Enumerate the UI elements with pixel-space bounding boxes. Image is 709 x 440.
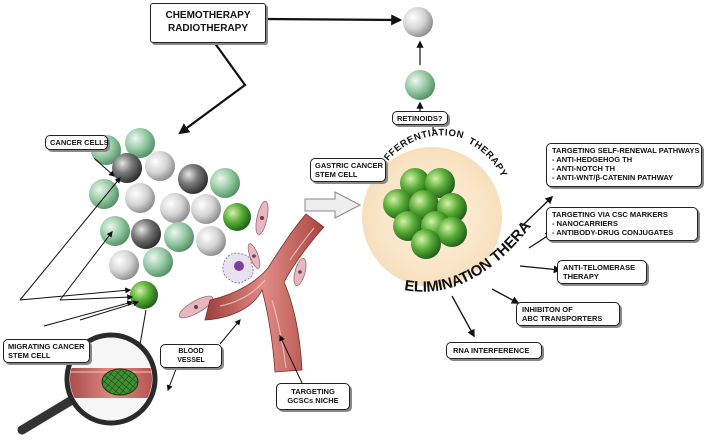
abc-line2: ABC TRANSPORTERS	[522, 314, 603, 323]
cancer-cell	[125, 128, 155, 158]
fibroblast-nucleus	[260, 216, 264, 220]
telomerase-line2: THERAPY	[563, 272, 599, 281]
cancer-cell	[210, 168, 240, 198]
niche-line2: GCSCs NICHE	[287, 396, 339, 405]
arrow-therapy-to-cell	[265, 14, 403, 26]
stem-cell	[411, 229, 441, 259]
csc-markers-item: - ANTIBODY-DRUG CONJUGATES	[552, 228, 674, 237]
cancer-cell	[164, 222, 194, 252]
cancer-cell	[89, 179, 119, 209]
cancer-cells-label: CANCER CELLS	[50, 138, 109, 147]
immune-cell-nucleus	[234, 261, 244, 271]
abc-transporters-box: INHIBITON OF ABC TRANSPORTERS	[516, 302, 620, 326]
cancer-cells-box: CANCER CELLS	[45, 135, 109, 150]
intermediate-cell	[405, 70, 435, 100]
arrow-telomerase	[519, 265, 562, 274]
niche-targeting-box: TARGETING GCSCs NICHE	[276, 383, 350, 410]
cancer-cell	[196, 226, 226, 256]
pointer-lines	[19, 177, 147, 358]
fibroblast-nucleus	[194, 305, 198, 309]
arrow-therapy-to-tumor	[178, 39, 247, 135]
migrating-stem-cell	[130, 281, 158, 309]
radiotherapy-label: RADIOTHERAPY	[167, 23, 248, 34]
stromal-cells	[178, 200, 307, 319]
niche-line1: TARGETING	[291, 387, 335, 396]
arrow-niche	[279, 334, 303, 384]
self-renewal-item: - ANTI-NOTCH TH	[552, 164, 616, 173]
cancer-cell	[191, 194, 221, 224]
blood-vessel-line1: BLOOD	[178, 348, 204, 355]
stem-cell-cluster	[383, 168, 467, 259]
blood-vessel-box: BLOOD VESSEL	[160, 344, 222, 368]
gastric-stem-cell-box: GASTRIC CANCER STEM CELL	[310, 158, 386, 182]
arrow-blood-vessel	[166, 363, 179, 392]
vessel-highlight	[219, 227, 315, 369]
stem-cell	[437, 217, 467, 247]
migrating-stem-cell-line2: STEM CELL	[8, 351, 51, 360]
csc-markers-item: - NANOCARRIERS	[552, 219, 618, 228]
cancer-cell-dark	[131, 219, 161, 249]
self-renewal-box: TARGETING SELF-RENEWAL PATHWAYS - ANTI-H…	[546, 143, 702, 187]
blood-vessel-line2: VESSEL	[177, 357, 205, 364]
gastric-stem-cell-line1: GASTRIC CANCER	[315, 161, 383, 170]
fibroblast-nucleus	[298, 270, 302, 274]
magnifying-glass	[17, 332, 158, 435]
arrow-rna	[451, 295, 475, 338]
self-renewal-item: - ANTI-WNT/β-CATENIN PATHWAY	[552, 173, 674, 182]
retinoids-box: RETINOIDS?	[392, 111, 448, 125]
self-renewal-item: - ANTI-HEDGEHOG TH	[552, 155, 633, 164]
abc-line1: INHIBITON OF	[522, 305, 573, 314]
csc-markers-box: TARGETING VIA CSC MARKERS - NANOCARRIERS…	[546, 207, 698, 241]
chemo-radiotherapy-box: CHEMOTHERAPY RADIOTHERAPY	[150, 3, 266, 43]
telomerase-box: ANTI-TELOMERASE THERAPY	[557, 260, 647, 284]
tumor-cluster	[89, 128, 251, 309]
arrow-cancer-cells	[93, 157, 115, 177]
cancer-cell	[145, 151, 175, 181]
rna-interference-label: RNA INTERFERENCE	[453, 346, 530, 355]
chemotherapy-label: CHEMOTHERAPY	[165, 10, 251, 21]
cancer-cell	[125, 183, 155, 213]
cancer-cell-dark	[178, 164, 208, 194]
gastric-stem-cell-line2: STEM CELL	[315, 170, 358, 179]
migrating-stem-cell-line1: MIGRATING CANCER	[8, 342, 85, 351]
fibroblast-nucleus	[252, 254, 256, 258]
rna-interference-box: RNA INTERFERENCE	[446, 342, 542, 359]
migrating-cell-in-vessel	[101, 368, 139, 396]
csc-markers-title: TARGETING VIA CSC MARKERS	[552, 210, 668, 219]
arrow-self-renewal	[521, 195, 554, 227]
telomerase-line1: ANTI-TELOMERASE	[563, 263, 636, 272]
self-renewal-title: TARGETING SELF-RENEWAL PATHWAYS	[552, 146, 700, 155]
cancer-stem-cell	[223, 203, 251, 231]
differentiated-cell	[403, 7, 433, 37]
cancer-cell-dark	[112, 153, 142, 183]
cancer-cell	[109, 250, 139, 280]
migrating-stem-cell-box: MIGRATING CANCER STEM CELL	[3, 339, 90, 363]
arrow-abc	[491, 288, 520, 304]
blood-vessel-graphic	[204, 213, 325, 373]
transition-arrow	[304, 191, 362, 219]
retinoids-label: RETINOIDS?	[397, 114, 443, 123]
cancer-cell	[160, 193, 190, 223]
cancer-cell	[143, 247, 173, 277]
stem-cell	[425, 168, 455, 198]
magnifier-handle	[17, 395, 77, 435]
arrow-vessel-top	[219, 319, 241, 345]
